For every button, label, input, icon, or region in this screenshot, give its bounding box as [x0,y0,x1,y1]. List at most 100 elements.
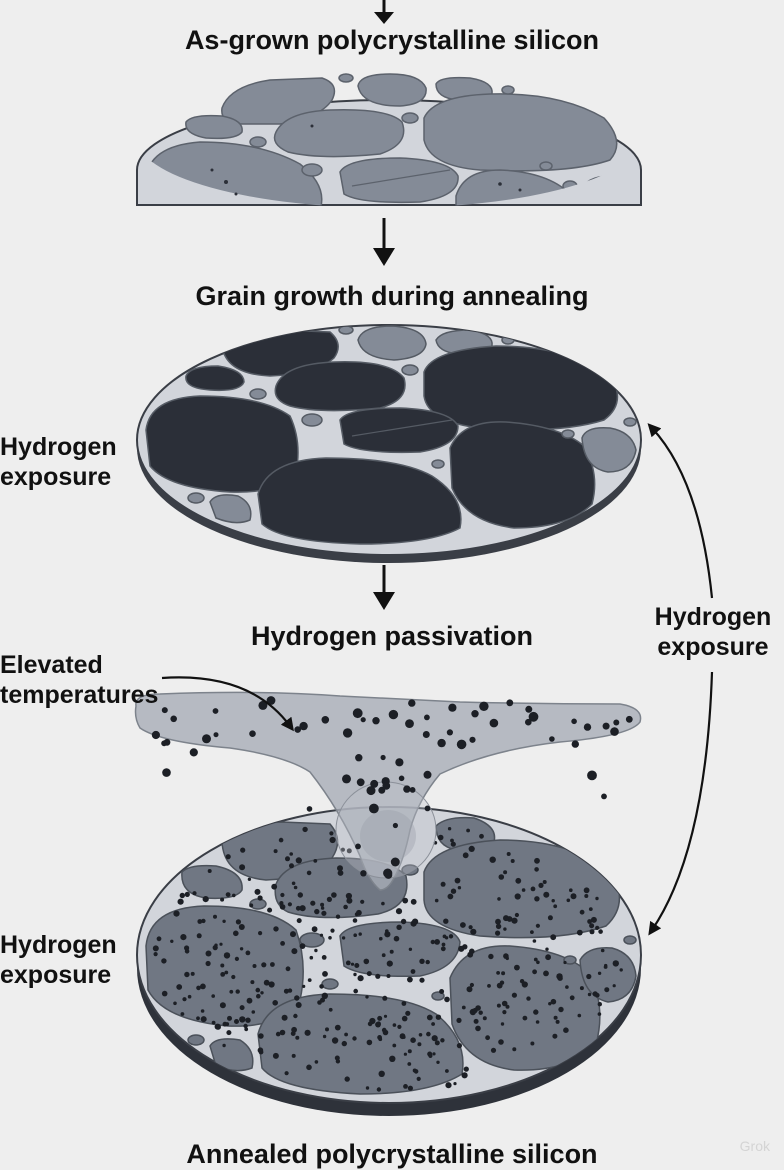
hydrogen-atom [213,732,219,738]
hydrogen-atom [496,1003,501,1008]
hydrogen-atom [423,770,432,779]
hydrogen-atom [448,703,457,712]
hydrogen-atom [220,972,226,977]
hydrogen-atom [344,1032,348,1037]
hydrogen-atom [161,958,167,964]
hydrogen-atom [182,997,187,1002]
hydrogen-atom [322,971,328,977]
hydrogen-atom [299,905,306,912]
hydrogen-atom [407,1085,413,1091]
hydrogen-atom [250,980,255,985]
hydrogen-atom [321,992,328,999]
hydrogen-atom [234,1019,239,1024]
hydrogen-atom [271,883,278,890]
hydrogen-atom [610,727,619,736]
hydrogen-atom [356,778,365,787]
hydrogen-atom [202,734,211,744]
hydrogen-atom [319,933,324,937]
hydrogen-atom [306,806,313,812]
hydrogen-atom [396,924,402,930]
hydrogen-atom [377,1035,382,1040]
hydrogen-atom [247,877,252,881]
hydrogen-atom [291,1053,296,1058]
hydrogen-atom [384,871,393,879]
hydrogen-atom [410,969,416,974]
hydrogen-atom [313,859,318,863]
hydrogen-atom [353,933,358,937]
hydrogen-atom [252,964,257,968]
hydrogen-atom [153,952,158,957]
hydrogen-atom [403,1084,408,1089]
hydrogen-atom [401,1015,408,1022]
hydrogen-atom [402,897,409,904]
hydrogen-atom [604,987,610,993]
hydrogen-atom [266,696,276,705]
hydrogen-atom [535,1020,540,1024]
hydrogen-atom [352,708,363,719]
hydrogen-atom [235,989,240,994]
hydrogen-atom [525,705,533,713]
hydrogen-atom [443,918,449,924]
hydrogen-atom [587,992,592,997]
hydrogen-atom [460,922,466,928]
hydrogen-atom [255,987,261,993]
watermark: Grok [739,1138,770,1154]
hydrogen-atom [586,973,592,980]
hydrogen-atom [416,1076,421,1081]
hydrogen-plume [134,691,642,891]
hydrogen-atom [408,947,413,951]
hydrogen-atom [506,852,511,856]
hydrogen-atom [341,936,346,940]
hydrogen-atom [200,1009,205,1013]
hydrogen-atom [245,950,251,956]
hydrogen-atom [378,1070,385,1078]
hydrogen-atom [432,1052,436,1056]
hydrogen-atom [196,985,201,991]
hydrogen-atom [514,964,520,971]
hydrogen-atom [549,736,555,742]
hydrogen-atom [280,904,284,909]
hydrogen-atom [461,1072,468,1079]
hydrogen-atom [353,972,357,977]
hydrogen-atom [395,758,404,767]
hydrogen-atom [302,826,308,833]
hydrogen-atom [496,982,503,989]
hydrogen-atom [583,723,592,731]
hydrogen-atom [319,984,324,989]
hydrogen-atom [335,914,341,919]
hydrogen-atom [587,919,592,924]
hydrogen-atom [532,969,537,975]
hydrogen-atom [441,942,446,947]
hydrogen-atom [337,865,343,872]
hydrogen-atom [215,1024,221,1030]
hydrogen-atom [389,1055,396,1063]
hydrogen-atom [329,831,334,836]
hydrogen-atom [180,1012,185,1016]
hydrogen-atom [456,739,467,750]
hydrogen-atom [425,959,430,965]
hydrogen-atom [363,958,370,965]
hydrogen-atom [260,991,264,995]
hydrogen-atom [479,833,484,839]
hydrogen-atom [192,891,197,896]
hydrogen-atom [463,1066,469,1072]
hydrogen-atom [267,907,273,913]
hydrogen-atom [515,877,522,884]
hydrogen-atom [245,1017,251,1023]
hydrogen-atom [353,988,359,994]
hydrogen-atom [273,849,278,854]
hydrogen-atom [502,1010,507,1015]
hydrogen-atom [603,965,608,969]
hydrogen-atom [530,1041,535,1046]
hydrogen-atom [426,1031,431,1037]
hydrogen-atom [405,1010,411,1016]
arrow-loop-upper [647,423,714,599]
hydrogen-atom [479,701,489,711]
hydrogen-atom [220,963,225,968]
hydrogen-atom [552,1033,558,1039]
hydrogen-atom [521,981,528,988]
hydrogen-atom [553,1015,558,1020]
grain [185,114,243,140]
hydrogen-atom [583,887,590,894]
